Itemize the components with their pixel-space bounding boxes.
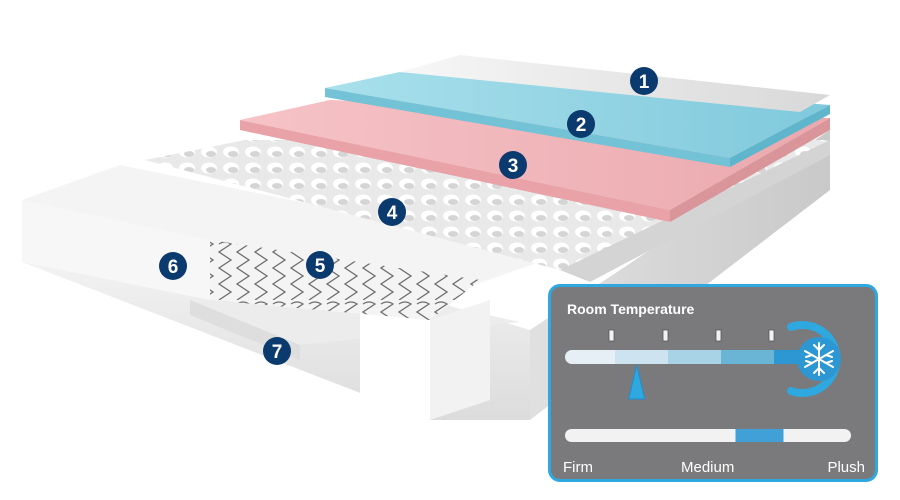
snowflake-icon <box>787 321 841 397</box>
svg-text:7: 7 <box>272 342 283 363</box>
marker-4: 4 <box>378 198 406 226</box>
firmness-bar <box>565 429 851 442</box>
svg-text:4: 4 <box>387 203 398 224</box>
foam-edge-top <box>22 165 560 300</box>
svg-text:5: 5 <box>315 256 326 277</box>
marker-6: 6 <box>159 252 187 280</box>
svg-text:6: 6 <box>168 257 179 278</box>
pink-layer-side <box>670 118 830 222</box>
room-temperature-panel: Room Temperature <box>548 284 878 482</box>
marker-5: 5 <box>306 251 334 279</box>
pocket-spring-core <box>210 240 480 320</box>
foam-edge-block-right <box>430 300 490 420</box>
temp-tick-2 <box>662 329 669 342</box>
cooling-gel-side <box>730 105 830 167</box>
scale-label-plush: Plush <box>827 459 865 476</box>
marker-2: 2 <box>567 110 595 138</box>
temp-tick-1 <box>608 329 615 342</box>
pink-layer-front <box>240 120 670 222</box>
temp-tick-4 <box>768 329 775 342</box>
svg-text:2: 2 <box>576 115 587 136</box>
marker-7: 7 <box>263 337 291 365</box>
panel-graphics <box>565 321 851 442</box>
pocket-spring-shade <box>210 240 480 320</box>
panel-title: Room Temperature <box>567 301 695 317</box>
temperature-bar <box>565 350 804 364</box>
temp-tick-3 <box>715 329 722 342</box>
top-cover-layer <box>400 55 830 112</box>
marker-1: 1 <box>630 67 658 95</box>
foam-edge-block-right-face <box>360 310 430 420</box>
marker-3: 3 <box>499 151 527 179</box>
cooling-gel-front <box>325 88 730 167</box>
firmness-indicator <box>735 429 784 442</box>
temperature-pointer <box>628 364 646 400</box>
svg-text:3: 3 <box>508 156 519 177</box>
svg-text:1: 1 <box>639 72 650 93</box>
egg-crate-right-side <box>560 140 830 282</box>
scale-label-medium: Medium <box>681 459 735 476</box>
scale-label-firm: Firm <box>563 459 593 476</box>
